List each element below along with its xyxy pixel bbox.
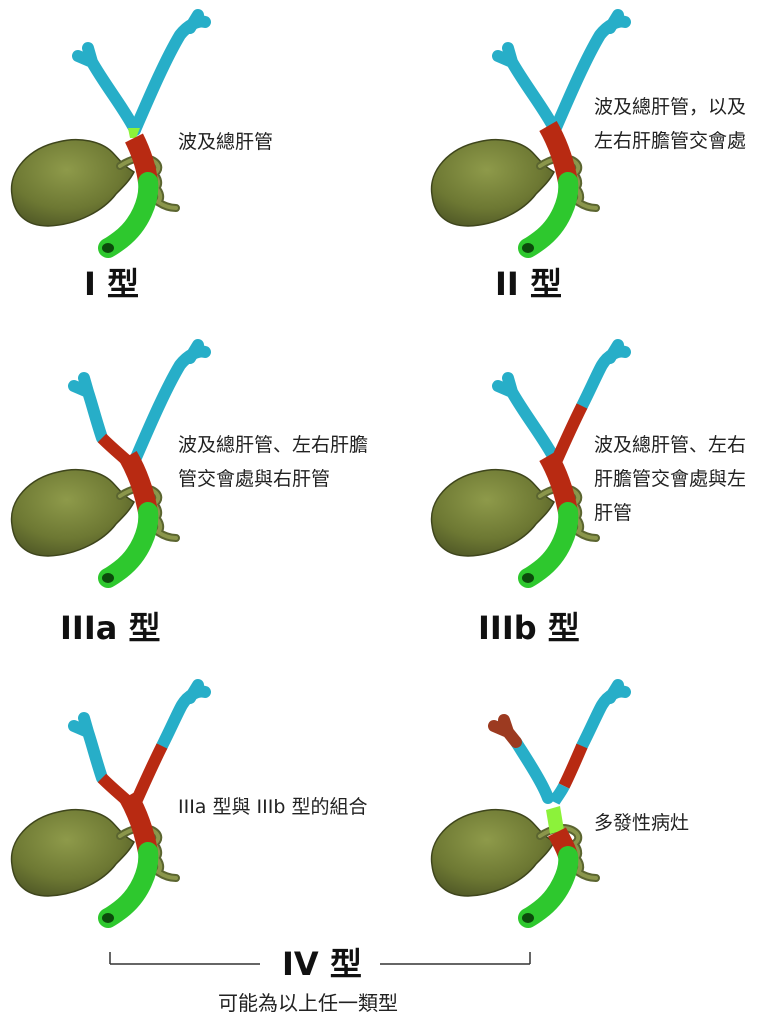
panel-4-type-title: IIIb 型 [478, 609, 580, 647]
panel-4-description: 波及總肝管、左右肝膽管交會處與左肝管 [594, 434, 747, 524]
group-bracket [109, 952, 531, 965]
panel-1-description: 波及總肝管 [178, 131, 274, 153]
peripheral-lesion [488, 714, 522, 748]
panel-3-illustration [12, 339, 211, 588]
panel-2-type-title: II 型 [495, 265, 562, 303]
panel-2-illustration [432, 9, 631, 258]
duct-opening [102, 243, 114, 253]
panel-1-type-title: I 型 [84, 265, 140, 303]
panel-5-description: IIIa 型與 IIIb 型的組合 [178, 796, 368, 818]
right-duct [72, 42, 141, 136]
panel-2-description: 波及總肝管，以及左右肝膽管交會處 [594, 96, 747, 152]
panel-6-illustration [432, 679, 631, 928]
panel-3-type-title: IIIa 型 [60, 609, 161, 647]
panel-1-illustration [12, 9, 211, 258]
left-duct-tumor [550, 403, 588, 465]
panel-5-illustration [12, 679, 211, 928]
panel-4-illustration [432, 339, 631, 588]
focal-lesion [128, 128, 140, 138]
group-note: 可能為以上任一類型 [218, 991, 398, 1015]
panel-3-description: 波及總肝管、左右肝膽管交會處與右肝管 [178, 434, 369, 490]
left-duct [129, 9, 211, 136]
group-type-title: IV 型 [282, 945, 362, 983]
panel-6-description: 多發性病灶 [594, 812, 690, 834]
